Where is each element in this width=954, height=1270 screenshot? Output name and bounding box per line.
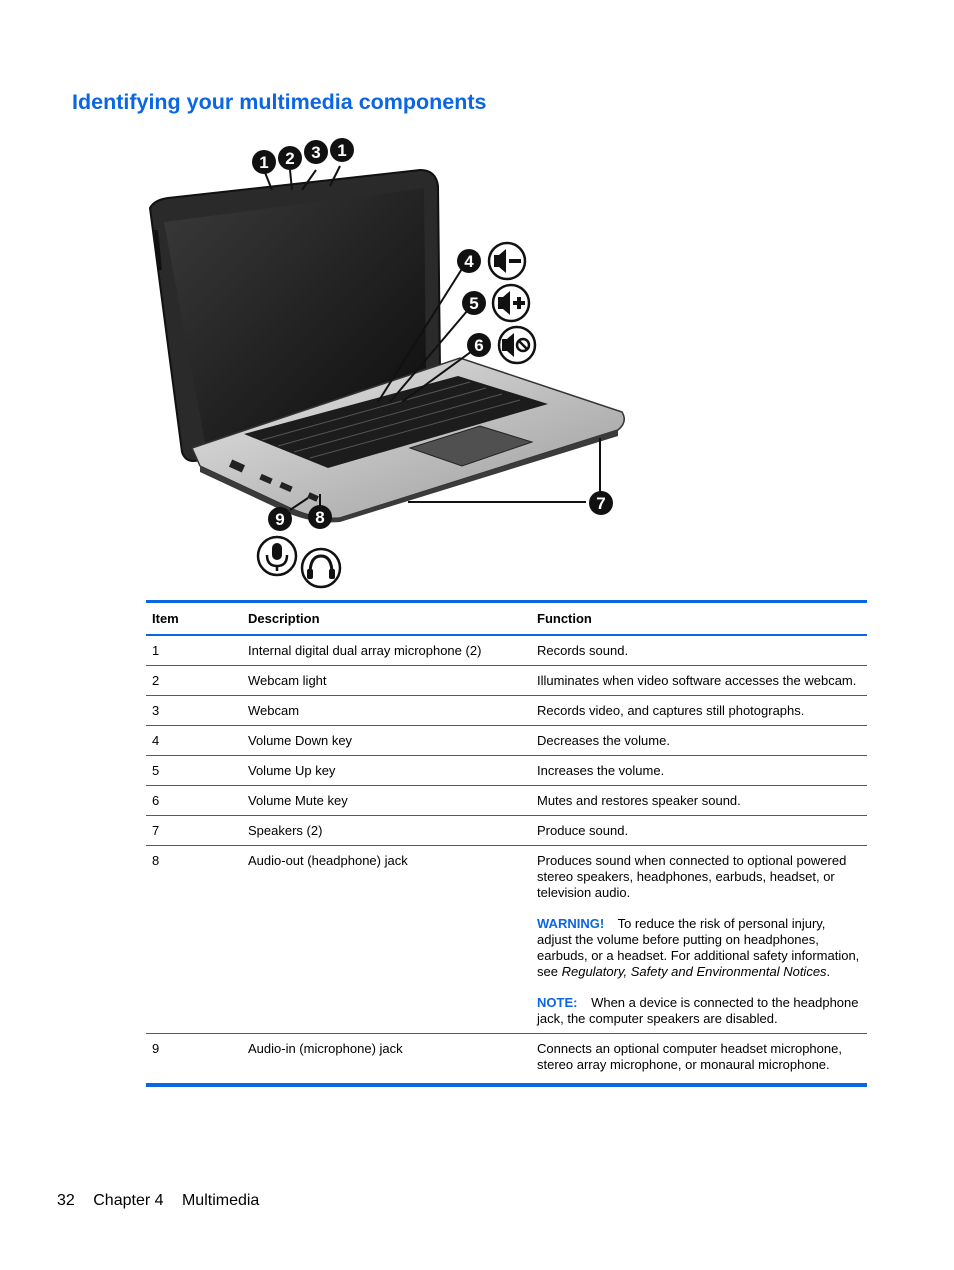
item-cell: 7	[146, 815, 242, 846]
function-cell: Decreases the volume.	[531, 725, 867, 756]
table-row: 9 Audio-in (microphone) jack Connects an…	[146, 1033, 867, 1087]
description-cell: Audio-out (headphone) jack	[242, 845, 531, 1034]
description-cell: Volume Mute key	[242, 785, 531, 816]
table-row: 5 Volume Up key Increases the volume.	[146, 755, 867, 786]
function-cell: Mutes and restores speaker sound.	[531, 785, 867, 816]
item-cell: 2	[146, 665, 242, 696]
item-cell: 1	[146, 635, 242, 666]
warning-label: WARNING!	[537, 916, 605, 931]
microphone-icon	[256, 535, 298, 577]
callout-markers: 1 2 3 1 4 5 6 7 8 9	[252, 138, 613, 531]
header-item: Item	[146, 600, 242, 636]
item-cell: 8	[146, 845, 242, 1034]
components-table: Item Description Function 1 Internal dig…	[146, 600, 867, 1087]
headphone-icon	[300, 547, 342, 589]
page-title: Identifying your multimedia components	[72, 90, 487, 114]
table-row: 4 Volume Down key Decreases the volume.	[146, 725, 867, 756]
table-row: 2 Webcam light Illuminates when video so…	[146, 665, 867, 696]
callout-9: 9	[275, 510, 284, 529]
description-cell: Audio-in (microphone) jack	[242, 1033, 531, 1087]
item-cell: 3	[146, 695, 242, 726]
description-cell: Webcam	[242, 695, 531, 726]
callout-4: 4	[464, 252, 474, 271]
callout-2: 2	[285, 149, 294, 168]
description-cell: Webcam light	[242, 665, 531, 696]
description-cell: Volume Down key	[242, 725, 531, 756]
function-cell: Produce sound.	[531, 815, 867, 846]
warning-block: WARNING! To reduce the risk of personal …	[537, 916, 861, 980]
function-cell: Increases the volume.	[531, 755, 867, 786]
volume-up-icon	[491, 283, 531, 323]
item-cell: 6	[146, 785, 242, 816]
function-cell: Records video, and captures still photog…	[531, 695, 867, 726]
note-label: NOTE:	[537, 995, 578, 1010]
warning-text: To reduce the risk of personal injury, a…	[537, 916, 860, 979]
function-cell: Produces sound when connected to optiona…	[531, 845, 867, 1034]
laptop-illustration: 1 2 3 1 4 5 6 7 8 9	[148, 138, 625, 589]
callout-3: 3	[311, 143, 320, 162]
warning-end: .	[826, 964, 831, 979]
callout-6: 6	[474, 336, 483, 355]
function-cell: Illuminates when video software accesses…	[531, 665, 867, 696]
callout-7: 7	[596, 494, 605, 513]
section-label: Multimedia	[181, 1192, 260, 1209]
callout-5: 5	[469, 294, 478, 313]
page-footer: 32 Chapter 4 Multimedia	[57, 1192, 273, 1210]
chapter-label: Chapter 4	[93, 1192, 164, 1209]
callout-1a: 1	[259, 153, 268, 172]
note-block: NOTE: When a device is connected to the …	[537, 995, 861, 1027]
description-cell: Internal digital dual array microphone (…	[242, 635, 531, 666]
item-cell: 5	[146, 755, 242, 786]
table-row: 1 Internal digital dual array microphone…	[146, 635, 867, 666]
header-description: Description	[242, 600, 531, 636]
description-cell: Volume Up key	[242, 755, 531, 786]
table-row: 3 Webcam Records video, and captures sti…	[146, 695, 867, 726]
callout-8: 8	[315, 508, 324, 527]
table-row: 8 Audio-out (headphone) jack Produces so…	[146, 845, 867, 1034]
item-cell: 4	[146, 725, 242, 756]
table-row: 7 Speakers (2) Produce sound.	[146, 815, 867, 846]
function-cell: Connects an optional computer headset mi…	[531, 1033, 867, 1087]
page-number: 32	[57, 1192, 75, 1209]
function-text: Produces sound when connected to optiona…	[537, 853, 847, 900]
volume-down-icon	[487, 241, 527, 281]
table-row: 6 Volume Mute key Mutes and restores spe…	[146, 785, 867, 816]
table-header-row: Item Description Function	[146, 600, 867, 636]
item-cell: 9	[146, 1033, 242, 1087]
description-cell: Speakers (2)	[242, 815, 531, 846]
function-cell: Records sound.	[531, 635, 867, 666]
note-text: When a device is connected to the headph…	[537, 995, 859, 1026]
header-function: Function	[531, 600, 867, 636]
warning-reference: Regulatory, Safety and Environmental Not…	[561, 964, 827, 979]
callout-1b: 1	[337, 141, 346, 160]
volume-mute-icon	[497, 325, 537, 365]
